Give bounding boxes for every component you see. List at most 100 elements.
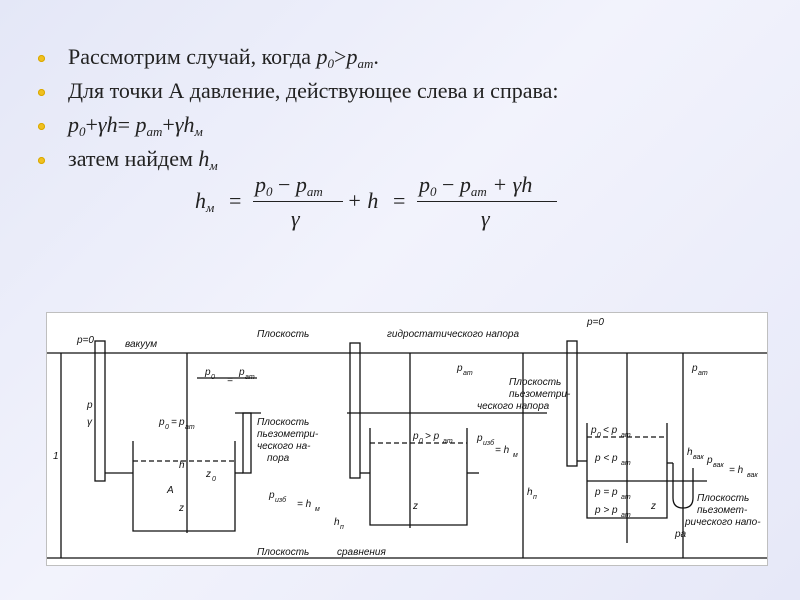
- label-right-piezo-3: рического напо-: [684, 517, 761, 528]
- label-right-hvak: = h: [729, 465, 744, 476]
- eq-hm-sub: м: [194, 124, 203, 139]
- label-piezo-3: ческого на-: [257, 441, 311, 452]
- label-A: A: [166, 485, 174, 496]
- num1-p: p: [255, 172, 266, 197]
- num2-sub: 0: [430, 184, 437, 199]
- label-mid-piezo-3: ческого напора: [477, 401, 550, 412]
- eq-h: h: [106, 112, 118, 137]
- eq-pat: p: [135, 112, 147, 137]
- formula-eq1: =: [229, 188, 242, 213]
- label-mid-z: z: [412, 501, 418, 512]
- label-compare-1: Плоскость: [257, 547, 309, 558]
- eq-p: p: [68, 112, 79, 137]
- bullet-3: p0+γh= pат+γhм: [38, 110, 558, 144]
- bullet-text: Рассмотрим случай, когда: [68, 44, 317, 69]
- middle-tank: [369, 428, 468, 526]
- label-right-pvak-sub: вак: [713, 462, 724, 469]
- formula-den1: γ: [291, 206, 300, 231]
- formula-eq2: =: [393, 188, 406, 213]
- formula-lhs: hм: [195, 188, 214, 216]
- label-eq: =: [227, 375, 233, 386]
- label-piezo-2: пьезометри-: [257, 429, 319, 440]
- label-mid-p0: p: [412, 431, 419, 442]
- label-hn-sub: п: [340, 524, 344, 531]
- label-p0-frac-sub: 0: [211, 374, 215, 381]
- bullet-dot: [38, 89, 45, 96]
- label-compare-2: сравнения: [337, 547, 386, 558]
- label-right-hvak-dim: h: [687, 447, 693, 458]
- label-right-hvak-dim-sub: вак: [693, 454, 704, 461]
- label-p-izb-sub: изб: [275, 496, 287, 504]
- eq-gamma2: γ: [174, 112, 184, 137]
- period: .: [373, 44, 379, 69]
- hydrostatic-diagram: p=0 вакуум Плоскость гидростатического н…: [46, 312, 768, 566]
- label-p-zero-left: p=0: [76, 335, 94, 346]
- label-z0: z: [205, 469, 211, 480]
- label-p-izb-eq-sub: м: [315, 506, 320, 513]
- diagram-svg: p=0 вакуум Плоскость гидростатического н…: [47, 317, 767, 559]
- label-p-gamma-num: p: [86, 400, 93, 411]
- label-right-piezo-2: пьезомет-: [697, 505, 748, 516]
- p0-symbol: p: [316, 44, 328, 69]
- num1-sub: 0: [266, 184, 273, 199]
- label-mid-gt: > p: [425, 431, 440, 442]
- label-mid-hm-sub: м: [513, 452, 518, 459]
- label-p0-pat-sub: 0: [165, 424, 169, 431]
- bullet-text: Для точки А давление, действующее слева …: [68, 78, 559, 103]
- label-right-p0: p: [590, 425, 597, 436]
- label-z0-sub: 0: [212, 476, 216, 483]
- bullet-list: Рассмотрим случай, когда p0>pат. Для точ…: [38, 42, 558, 178]
- eq-hm: h: [183, 112, 195, 137]
- label-right-p-lt-sub: ат: [621, 460, 631, 467]
- label-p-zero-right: p=0: [586, 317, 604, 328]
- formula-block: hм = p0 − pат γ + h = p0 − pат + γh γ: [195, 170, 575, 240]
- gt-sign: >: [334, 44, 347, 69]
- label-p0-pat2-sub: ат: [185, 424, 195, 431]
- label-vacuum: вакуум: [125, 339, 157, 350]
- num2-minus: −: [442, 172, 455, 197]
- num1-p2-sub: ат: [306, 184, 323, 199]
- label-mid-izb-sub: изб: [483, 439, 495, 447]
- label-right-p-eq-sub: ат: [621, 494, 631, 501]
- fraction-bar-2: [417, 201, 557, 203]
- label-piezo-1: Плоскость: [257, 417, 309, 428]
- pat-sub: ат: [357, 56, 374, 71]
- eq-equals: =: [117, 112, 136, 137]
- num2-p2: p: [459, 172, 471, 197]
- label-right-lt: < p: [603, 425, 618, 436]
- label-mid-hn-sub: п: [533, 494, 537, 501]
- label-mid-hm: = h: [495, 445, 510, 456]
- label-h: h: [179, 460, 185, 471]
- label-mid-hn: h: [527, 487, 533, 498]
- formula-den2: γ: [481, 206, 490, 231]
- hm-symbol: h: [198, 146, 210, 171]
- eq-pat-sub: ат: [146, 124, 163, 139]
- label-right-lt-sub: ат: [621, 432, 631, 439]
- label-right-p-gt: p > p: [594, 505, 618, 516]
- label-mid-gt-sub: ат: [443, 438, 453, 445]
- label-one: 1: [53, 451, 59, 462]
- eq-p-sub: 0: [79, 124, 86, 139]
- lhs-sub: м: [206, 200, 215, 215]
- label-mid-piezo-2: пьезометри-: [509, 389, 571, 400]
- bullet-4: затем найдем hм: [38, 144, 558, 178]
- eq-gamma: γ: [97, 112, 107, 137]
- eq-plus: +: [85, 112, 98, 137]
- label-right-hvak-sub: вак: [747, 472, 758, 479]
- num2-plus: + γh: [492, 172, 533, 197]
- label-mid-izb: p: [476, 433, 483, 444]
- label-p0-pat2: p: [178, 417, 185, 428]
- label-right-p-eq: p = p: [594, 487, 618, 498]
- label-right-p0-sub: 0: [597, 432, 601, 439]
- label-p-izb: p: [268, 490, 275, 501]
- label-p-izb-eq: = h: [297, 499, 312, 510]
- label-right-piezo-1: Плоскость: [697, 493, 749, 504]
- label-piezo-4: пора: [267, 453, 290, 464]
- label-p0-frac: p: [204, 367, 211, 378]
- pat-symbol: p: [346, 44, 358, 69]
- num1-minus: −: [278, 172, 291, 197]
- label-p0-pat-eq: =: [171, 417, 177, 428]
- p0-sub: 0: [327, 56, 335, 71]
- label-mid-p0-sub: 0: [419, 438, 423, 445]
- label-right-p-gt-sub: ат: [621, 512, 631, 519]
